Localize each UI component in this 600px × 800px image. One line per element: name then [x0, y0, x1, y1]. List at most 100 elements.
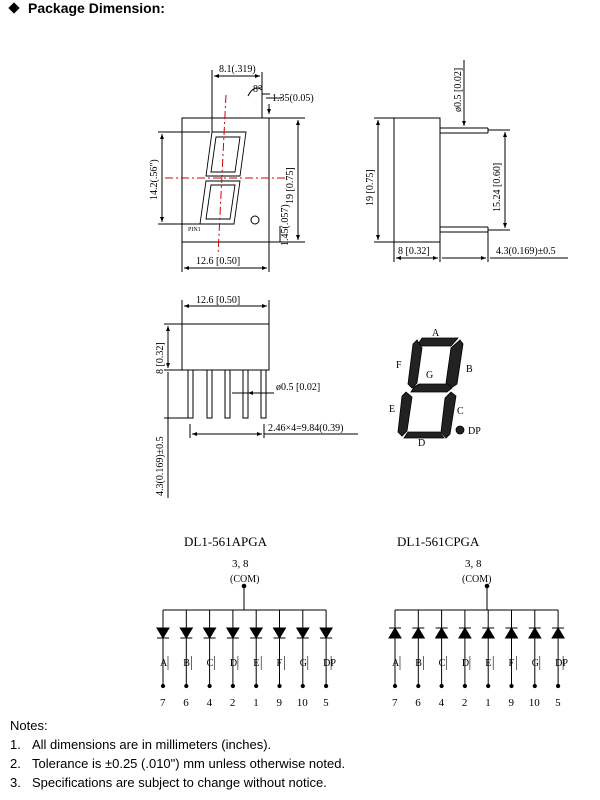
diode-icon	[411, 627, 426, 639]
dim-angle: 8°	[253, 84, 262, 95]
note-text: Specifications are subject to change wit…	[32, 775, 327, 790]
dim-width: 12.6 [0.50]	[196, 256, 240, 267]
note-number: 1.	[10, 737, 21, 752]
bottom-pins	[187, 369, 267, 419]
bottom-pin	[187, 369, 194, 419]
segment-label: B	[183, 658, 190, 669]
segment-label: E	[485, 658, 491, 669]
seg-label-g: G	[426, 370, 433, 381]
seg-label-dp: DP	[468, 426, 481, 437]
front-digit-outline	[199, 131, 247, 225]
diode-icon	[295, 627, 310, 639]
segment-b	[445, 339, 464, 389]
seg-label-a: A	[432, 328, 440, 339]
pin-number: 1	[253, 697, 259, 709]
pin-node	[392, 683, 398, 689]
circuit-1-wiring	[156, 583, 333, 689]
pin-number: 1	[485, 697, 491, 709]
bottom-view	[164, 300, 358, 498]
circuit-1-model: DL1-561APGA	[184, 534, 268, 549]
segment-e	[397, 391, 413, 437]
diode-icon	[156, 627, 170, 639]
pin-node	[160, 683, 166, 689]
note-text: All dimensions are in millimeters (inche…	[32, 737, 272, 752]
diode-icon	[319, 627, 333, 639]
bottom-pin	[242, 369, 249, 419]
circuit-2-model: DL1-561CPGA	[397, 534, 480, 549]
segment-label: A	[392, 658, 400, 669]
segment-label: F	[277, 658, 283, 669]
segment-label: B	[415, 658, 422, 669]
pin-number: 4	[207, 697, 213, 709]
diode-icon	[272, 627, 287, 639]
pin-number: 7	[392, 697, 398, 709]
dim-digit-height: 14.2(.56")	[149, 159, 160, 200]
pin-number: 10	[297, 697, 309, 709]
side-dim-height: 19 [0.75]	[365, 169, 376, 206]
segment-label: DP	[555, 658, 568, 669]
dim-height: 19 [0.75]	[285, 167, 296, 204]
package-drawing: PIN1 8.1(.319) 8° 1.35(0.05) 14.2(.56") …	[149, 60, 568, 709]
pin-number: 5	[555, 697, 561, 709]
pin-node	[324, 683, 329, 689]
bottom-pin	[224, 369, 231, 419]
diode-icon	[504, 627, 519, 639]
pin-node	[462, 683, 467, 689]
pin-number: 5	[323, 697, 329, 709]
side-dim-depth: 8 [0.32]	[398, 246, 430, 257]
segment-label: E	[253, 658, 259, 669]
circuit-2-com-label: (COM)	[462, 574, 491, 585]
seg-label-e: E	[389, 404, 395, 415]
pin-node	[277, 683, 282, 689]
pin-number: 10	[529, 697, 541, 709]
pin-number: 2	[462, 697, 468, 709]
com-node	[484, 583, 490, 589]
diode-icon	[179, 627, 194, 639]
bottom-pin	[260, 369, 267, 419]
bottom-dim-pin-pitch: 2.46×4=9.84(0.39)	[268, 423, 343, 434]
pin-number: 2	[230, 697, 236, 709]
pin-number: 7	[160, 697, 166, 709]
circuit-2-com-pins: 3, 8	[465, 558, 482, 570]
diode-icon	[527, 627, 542, 639]
bottom-pin	[206, 369, 213, 419]
segment-label: G	[300, 658, 307, 669]
dim-slant: 8.1(.319)	[219, 64, 256, 75]
segment-label: A	[160, 658, 168, 669]
pin-node	[439, 683, 444, 689]
segment-label: DP	[323, 658, 336, 669]
diode-icon	[388, 627, 402, 639]
circuit-1-com-label: (COM)	[230, 574, 259, 585]
diode-icon	[249, 627, 264, 639]
segment-d	[403, 431, 445, 439]
side-view	[374, 60, 568, 262]
pin-number: 6	[183, 697, 189, 709]
pin-node	[532, 683, 537, 689]
segment-f	[407, 339, 423, 389]
pin-node	[486, 683, 491, 689]
diode-icon	[481, 627, 496, 639]
pin-number: 6	[415, 697, 421, 709]
com-node	[241, 583, 247, 589]
pin-node	[254, 683, 259, 689]
diode-icon	[226, 627, 240, 639]
segment-a	[416, 337, 459, 347]
pin-node	[300, 683, 305, 689]
bottom-body-outline	[181, 323, 270, 371]
heading-text: Package Dimension:	[28, 0, 165, 16]
pin-node	[207, 683, 212, 689]
diode-icon	[458, 627, 472, 639]
seg-label-b: B	[466, 364, 473, 375]
pin-number: 9	[509, 697, 515, 709]
side-dim-pin-len: 4.3(0.169)±0.5	[496, 246, 556, 257]
circuit-2-wiring	[388, 583, 565, 689]
front-body-outline	[181, 117, 270, 243]
seg-label-f: F	[396, 360, 402, 371]
segment-label: D	[230, 658, 237, 669]
notes-section: Notes: 1. All dimensions are in millimete…	[10, 716, 345, 792]
segment-label: G	[532, 658, 539, 669]
segment-c	[440, 391, 457, 439]
notes-title: Notes:	[10, 718, 48, 733]
segment-label: F	[509, 658, 515, 669]
side-body-outline	[393, 117, 441, 243]
